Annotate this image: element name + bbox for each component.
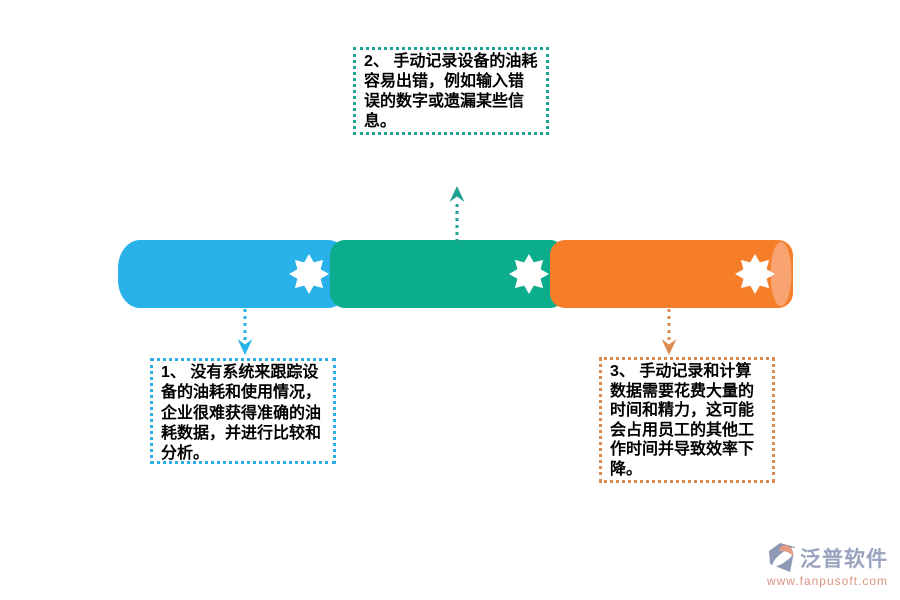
bar-segment-1 [118, 240, 350, 308]
starburst-icon [509, 254, 549, 294]
callout-1-line: 1、 没有系统来跟踪设 [161, 364, 319, 381]
watermark-url: www.fanpusoft.com [766, 574, 888, 588]
connector-down-orange [661, 309, 677, 355]
callout-2-line: 容易出错，例如输入错 [364, 73, 525, 90]
connector-up-teal [449, 186, 465, 242]
bar-segment-2 [330, 240, 565, 308]
callout-3-line: 作时间并导致效率下 [610, 441, 755, 458]
callout-2-line: 误的数字或遗漏某些信 [364, 93, 525, 110]
arrowhead-up-icon [449, 186, 465, 202]
connector-down-blue [237, 309, 253, 355]
callout-3-line: 会占用员工的其他工 [610, 421, 755, 439]
bar-end-cap [770, 242, 792, 306]
fanpu-logo-icon [769, 543, 796, 572]
callout-3-line: 数据需要花费大量的 [610, 382, 755, 400]
callout-3: 3、 手动记录和计算 数据需要花费大量的 时间和精力，这可能 会占用员工的其他工… [599, 357, 775, 483]
callout-1-line: 企业很难获得准确的油 [161, 404, 322, 422]
callout-1-line: 备的油耗和使用情况， [161, 384, 322, 402]
callout-3-line: 3、 手动记录和计算 [610, 363, 752, 380]
arrowhead-down-icon [661, 339, 677, 355]
callout-2: 2、 手动记录设备的油耗 容易出错，例如输入错 误的数字或遗漏某些信 息。 [353, 47, 549, 135]
starburst-icon [735, 254, 775, 294]
bar-segment-3 [550, 240, 793, 308]
callout-1-line: 分析。 [161, 445, 210, 463]
callout-1: 1、 没有系统来跟踪设 备的油耗和使用情况， 企业很难获得准确的油 耗数据，并进… [150, 358, 336, 464]
callout-2-line: 息。 [364, 113, 397, 130]
watermark: 泛普软件 www.fanpusoft.com [767, 542, 888, 588]
callout-2-line: 2、 手动记录设备的油耗 [364, 53, 538, 70]
callout-3-line: 降。 [610, 460, 643, 478]
watermark-brand: 泛普软件 [800, 548, 888, 571]
starburst-icon [289, 254, 329, 294]
callout-1-line: 耗数据，并进行比较和 [161, 424, 322, 442]
arrowhead-down-icon [237, 339, 253, 355]
callout-3-line: 时间和精力，这可能 [610, 402, 755, 419]
